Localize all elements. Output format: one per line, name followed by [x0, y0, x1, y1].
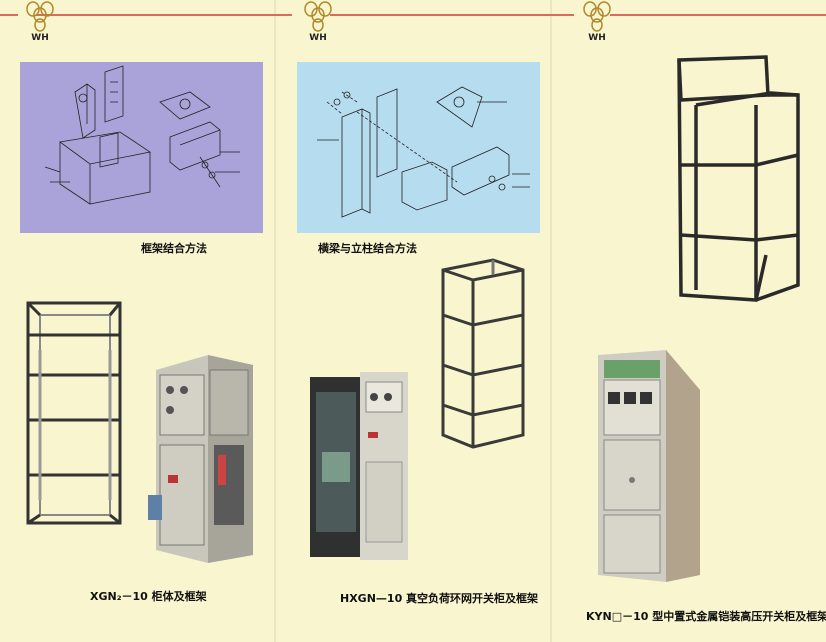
- header-rule: [610, 14, 826, 16]
- wh-logo-icon: [298, 0, 338, 48]
- kyn-cabinet-image: [596, 350, 702, 582]
- diagram-caption: 横梁与立柱结合方法: [318, 242, 417, 255]
- product-caption: HXGN—10 真空负荷环网开关柜及框架: [340, 592, 539, 605]
- hxgn-cabinet-image: [310, 372, 408, 562]
- xgn2-frame-image: [25, 300, 125, 528]
- wh-logo-icon: [20, 0, 60, 48]
- product-caption: XGN₂－10 柜体及框架: [90, 590, 207, 603]
- logo-text: WH: [309, 33, 327, 43]
- wh-logo-icon: [577, 0, 617, 48]
- product-caption: KYN□－10 型中置式金属铠装高压开关柜及框架: [586, 610, 826, 623]
- logo-text: WH: [588, 33, 606, 43]
- header-rule: [330, 14, 574, 16]
- header-rule: [0, 14, 18, 16]
- logo-text: WH: [31, 33, 49, 43]
- header-rule: [36, 14, 272, 16]
- xgn2-cabinet-image: [148, 355, 258, 563]
- kyn-frame-image: [676, 55, 802, 303]
- frame-joint-diagram: [20, 62, 263, 233]
- header-rule: [272, 14, 292, 16]
- hxgn-frame-image: [438, 255, 528, 451]
- beam-column-joint-diagram: [297, 62, 540, 233]
- page-fold: [550, 0, 552, 642]
- page-fold: [274, 0, 276, 642]
- diagram-caption: 框架结合方法: [141, 242, 207, 255]
